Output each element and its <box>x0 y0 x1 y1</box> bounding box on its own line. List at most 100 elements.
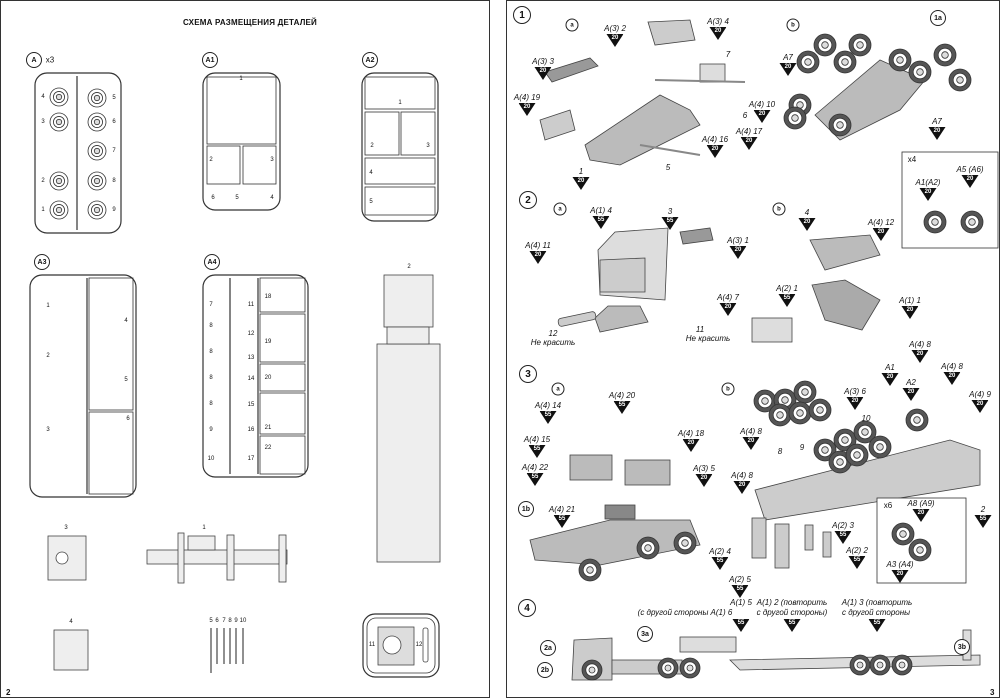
sub-step-marker: 2a <box>540 640 556 656</box>
left-parts-drawings <box>47 274 441 671</box>
step-annotation: Не красить <box>685 334 731 343</box>
step-annotation: x6 <box>883 501 893 510</box>
step-annotation: с другой стороны) <box>756 608 828 617</box>
tractor-chassis <box>529 519 701 566</box>
paint-code-triangle-icon: 20 <box>912 509 930 522</box>
step-annotation: 8 <box>777 447 783 456</box>
paint-code-triangle-icon: 20 <box>971 400 989 413</box>
part-reference: A(1) 5 <box>730 598 752 607</box>
sprue-a-part-number: 2 <box>41 178 45 184</box>
sprue-a4-part-number: 19 <box>264 339 272 345</box>
step-annotation: x4 <box>907 155 917 164</box>
part-reference: A(3) 2 <box>604 24 626 33</box>
part-reference: A5 (A6) <box>956 165 984 174</box>
step-annotation: 12 <box>548 329 558 338</box>
part-reference: A(4) 8 <box>740 427 762 436</box>
sprue-a-part-number: 7 <box>112 148 116 154</box>
part-reference: A(1) 3 (повторить <box>841 598 913 607</box>
part-reference: A(1) 2 (повторить <box>756 598 828 607</box>
part-reference: A(4) 8 <box>909 340 931 349</box>
wheel <box>586 566 594 574</box>
paint-code-triangle-icon: 55 <box>868 619 886 632</box>
sub-step-marker: 3a <box>637 626 653 642</box>
sprue-id-a2: A2 <box>362 52 378 68</box>
chassis-frame-step1 <box>584 94 701 166</box>
paint-code-triangle-icon: 55 <box>539 411 557 424</box>
wheel-part <box>55 177 63 185</box>
part-callout: A(1) 2 (повторить 55 <box>756 598 828 632</box>
sprue-id-a4: A4 <box>204 254 220 270</box>
part-reference: A(4) 15 <box>523 435 551 444</box>
sub-step-marker: b <box>772 202 786 216</box>
paint-code-triangle-icon: 55 <box>711 557 729 570</box>
clear-sprue-frame <box>362 613 440 678</box>
part-reference: 4 <box>804 208 810 217</box>
paint-code-triangle-icon: 20 <box>682 439 700 452</box>
wheel <box>801 388 809 396</box>
wheel-part <box>93 206 101 214</box>
sprue-a2-frame <box>361 72 439 222</box>
part-callout: A3 (A4)20 <box>886 560 914 583</box>
step-number-badge: 2 <box>519 191 537 209</box>
sprue-a-part-number: 9 <box>112 207 116 213</box>
paint-code-triangle-icon: 20 <box>709 27 727 40</box>
sub-step-marker: 2b <box>537 662 553 678</box>
paint-code-triangle-icon: 55 <box>661 217 679 230</box>
sprue-a4-part-number: 10 <box>207 456 215 462</box>
sprue-a3-part-number: 6 <box>126 416 130 422</box>
sprue-a2-part-number: 3 <box>426 143 430 149</box>
wheel <box>821 446 829 454</box>
wheel-part <box>93 177 101 185</box>
sprue-a1-part-number: 1 <box>239 76 243 82</box>
paint-code-triangle-icon: 20 <box>753 110 771 123</box>
wheel <box>644 544 652 552</box>
clear-part-number: 12 <box>415 642 423 648</box>
sprue-a4-frame <box>202 274 309 478</box>
paint-code-triangle-icon: 20 <box>534 67 552 80</box>
wheel-part <box>55 93 63 101</box>
sprue-a4-part-number: 13 <box>247 355 255 361</box>
wheel <box>761 397 769 405</box>
paint-code-triangle-icon: 55 <box>783 619 801 632</box>
paint-code-triangle-icon: 20 <box>740 137 758 150</box>
frame-part-a3-4 <box>647 19 696 46</box>
part-reference: A(4) 8 <box>941 362 963 371</box>
part-reference: A(4) 12 <box>867 218 895 227</box>
step-annotation: 6 <box>742 111 748 120</box>
wheel <box>956 76 964 84</box>
part-reference: 2 <box>980 505 986 514</box>
paint-code-triangle-icon: 55 <box>974 515 992 528</box>
part-reference: A1 <box>885 363 895 372</box>
paint-code-triangle-icon: 20 <box>943 372 961 385</box>
sprue-a3-part-number: 3 <box>46 427 50 433</box>
paint-code-triangle-icon: 55 <box>528 445 546 458</box>
sub-step-marker: 1a <box>930 10 946 26</box>
part-reference: A(3) 6 <box>844 387 866 396</box>
paint-code-triangle-icon: 20 <box>606 34 624 47</box>
step-annotation: 10 <box>861 414 871 423</box>
part-reference: 3 <box>667 207 673 216</box>
part-reference: A(4) 20 <box>608 391 636 400</box>
sprue-a3-part-number: 1 <box>46 303 50 309</box>
wheel-part <box>93 94 101 102</box>
part-reference: 1 <box>578 167 584 176</box>
sprue-a4-part-number: 14 <box>247 376 255 382</box>
sprue-a2-part-number: 4 <box>369 170 373 176</box>
wheel <box>836 121 844 129</box>
sprue-a2-part-number: 2 <box>370 143 374 149</box>
sprue-a4-part-number: 8 <box>209 401 213 407</box>
rod-part-number: 8 <box>228 618 232 624</box>
part-reference: A(2) 3 <box>832 521 854 530</box>
wheel-part <box>93 118 101 126</box>
